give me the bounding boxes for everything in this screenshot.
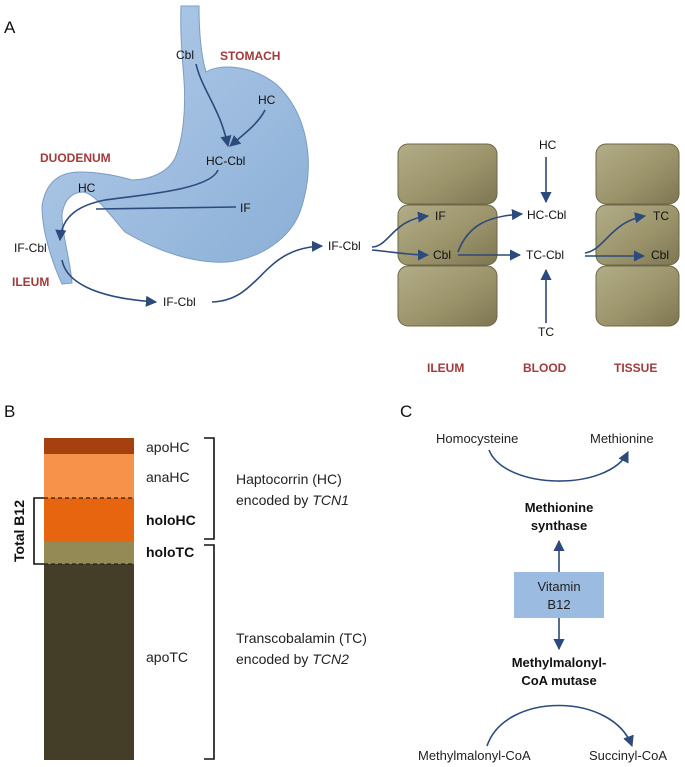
- homocysteine-label: Homocysteine: [436, 431, 518, 446]
- vitamin-line1: Vitamin: [537, 579, 580, 594]
- mcm-line2: CoA mutase: [521, 673, 596, 688]
- anahc-segment: [44, 454, 134, 498]
- ifcbl-to-bottom-arrow: [61, 259, 158, 307]
- if-cbl-label-bottom: IF-Cbl: [163, 295, 196, 309]
- total-b12-bracket: [33, 497, 44, 565]
- total-b12-label: Total B12: [11, 500, 27, 562]
- ileum-cell-1: [397, 143, 498, 205]
- hccbl-to-ifcbl-arrow: [55, 169, 219, 242]
- stomach-shape: [41, 5, 309, 285]
- if-cbl-label-mid: IF-Cbl: [328, 239, 361, 253]
- haptocorrin-line1: Haptocorrin (HC): [236, 471, 342, 487]
- cbl-label: Cbl: [176, 48, 194, 62]
- ileum-if-label: IF: [435, 209, 446, 223]
- cbl-to-hccbl-blood-arrow: [457, 209, 524, 253]
- methylmalonyl-coa-label: Methylmalonyl-CoA: [418, 748, 531, 763]
- tissue-cell-2: [595, 204, 680, 266]
- blood-compartment-label: BLOOD: [523, 361, 567, 375]
- blood-tccbl-label: TC-Cbl: [526, 248, 564, 262]
- transcobalamin-line1: Transcobalamin (TC): [236, 630, 367, 646]
- methylmalonyl-to-succinyl-arc: [486, 704, 634, 748]
- duodenum-hc-label: HC: [78, 181, 96, 195]
- panel-b-tag: B: [4, 402, 15, 421]
- ileum-compartment-label: ILEUM: [427, 361, 464, 375]
- bottom-to-mid-arrow: [211, 240, 324, 303]
- ifcbl-to-if-arrow: [371, 211, 430, 248]
- duodenum-label: DUODENUM: [40, 151, 111, 165]
- tcn1-gene: TCN1: [312, 492, 349, 508]
- homocysteine-to-methionine-arc: [488, 449, 629, 482]
- blood-hc-label: HC: [539, 138, 557, 152]
- methionine-label: Methionine: [590, 431, 654, 446]
- methionine-synthase-line2: synthase: [531, 518, 587, 533]
- vitamin-b12-box: [514, 572, 604, 618]
- ifcbl-to-cbl-arrow: [371, 249, 430, 261]
- holotc-label: holoTC: [146, 544, 194, 560]
- tissue-cbl-label: Cbl: [651, 248, 669, 262]
- hc-bracket: [204, 437, 215, 540]
- succinyl-coa-label: Succinyl-CoA: [589, 748, 667, 763]
- haptocorrin-line2: encoded by TCN1: [236, 492, 349, 508]
- apohc-label: apoHC: [146, 439, 190, 455]
- tissue-cell-1: [595, 143, 680, 205]
- tcn2-gene: TCN2: [312, 651, 349, 667]
- methionine-synthase-line1: Methionine: [525, 500, 594, 515]
- blood-hccbl-label: HC-Cbl: [527, 208, 566, 222]
- apohc-segment: [44, 438, 134, 454]
- tc-bracket: [204, 544, 215, 760]
- panel-c-tag: C: [400, 402, 412, 421]
- hc-label: HC: [258, 93, 276, 107]
- vitamin-line2: B12: [547, 597, 570, 612]
- holohc-label: holoHC: [146, 512, 196, 528]
- hc-to-hccbl-arrow: [229, 109, 266, 147]
- ileum-cell-3: [397, 265, 498, 327]
- tissue-tc-label: TC: [653, 209, 669, 223]
- tissue-cell-3: [595, 265, 680, 327]
- anahc-label: anaHC: [146, 469, 190, 485]
- tccbl-to-tc-arrow: [584, 212, 647, 254]
- holohc-segment: [44, 498, 134, 542]
- holotc-segment: [44, 542, 134, 564]
- stomach-label: STOMACH: [220, 49, 280, 63]
- cbl-to-hccbl-arrow: [195, 63, 232, 148]
- hc-cbl-label: HC-Cbl: [206, 154, 245, 168]
- tissue-compartment-label: TISSUE: [614, 361, 657, 375]
- apotc-segment: [44, 564, 134, 760]
- apotc-label: apoTC: [146, 649, 188, 665]
- ileum-cbl-label: Cbl: [433, 248, 451, 262]
- mcm-line1: Methylmalonyl-: [512, 655, 607, 670]
- ileum-label: ILEUM: [12, 275, 49, 289]
- if-cbl-label-left: IF-Cbl: [14, 241, 47, 255]
- if-label: IF: [240, 201, 251, 215]
- panel-a-tag: A: [4, 18, 16, 37]
- transcobalamin-line2: encoded by TCN2: [236, 651, 349, 667]
- if-line: [95, 206, 237, 210]
- blood-tc-label: TC: [538, 325, 554, 339]
